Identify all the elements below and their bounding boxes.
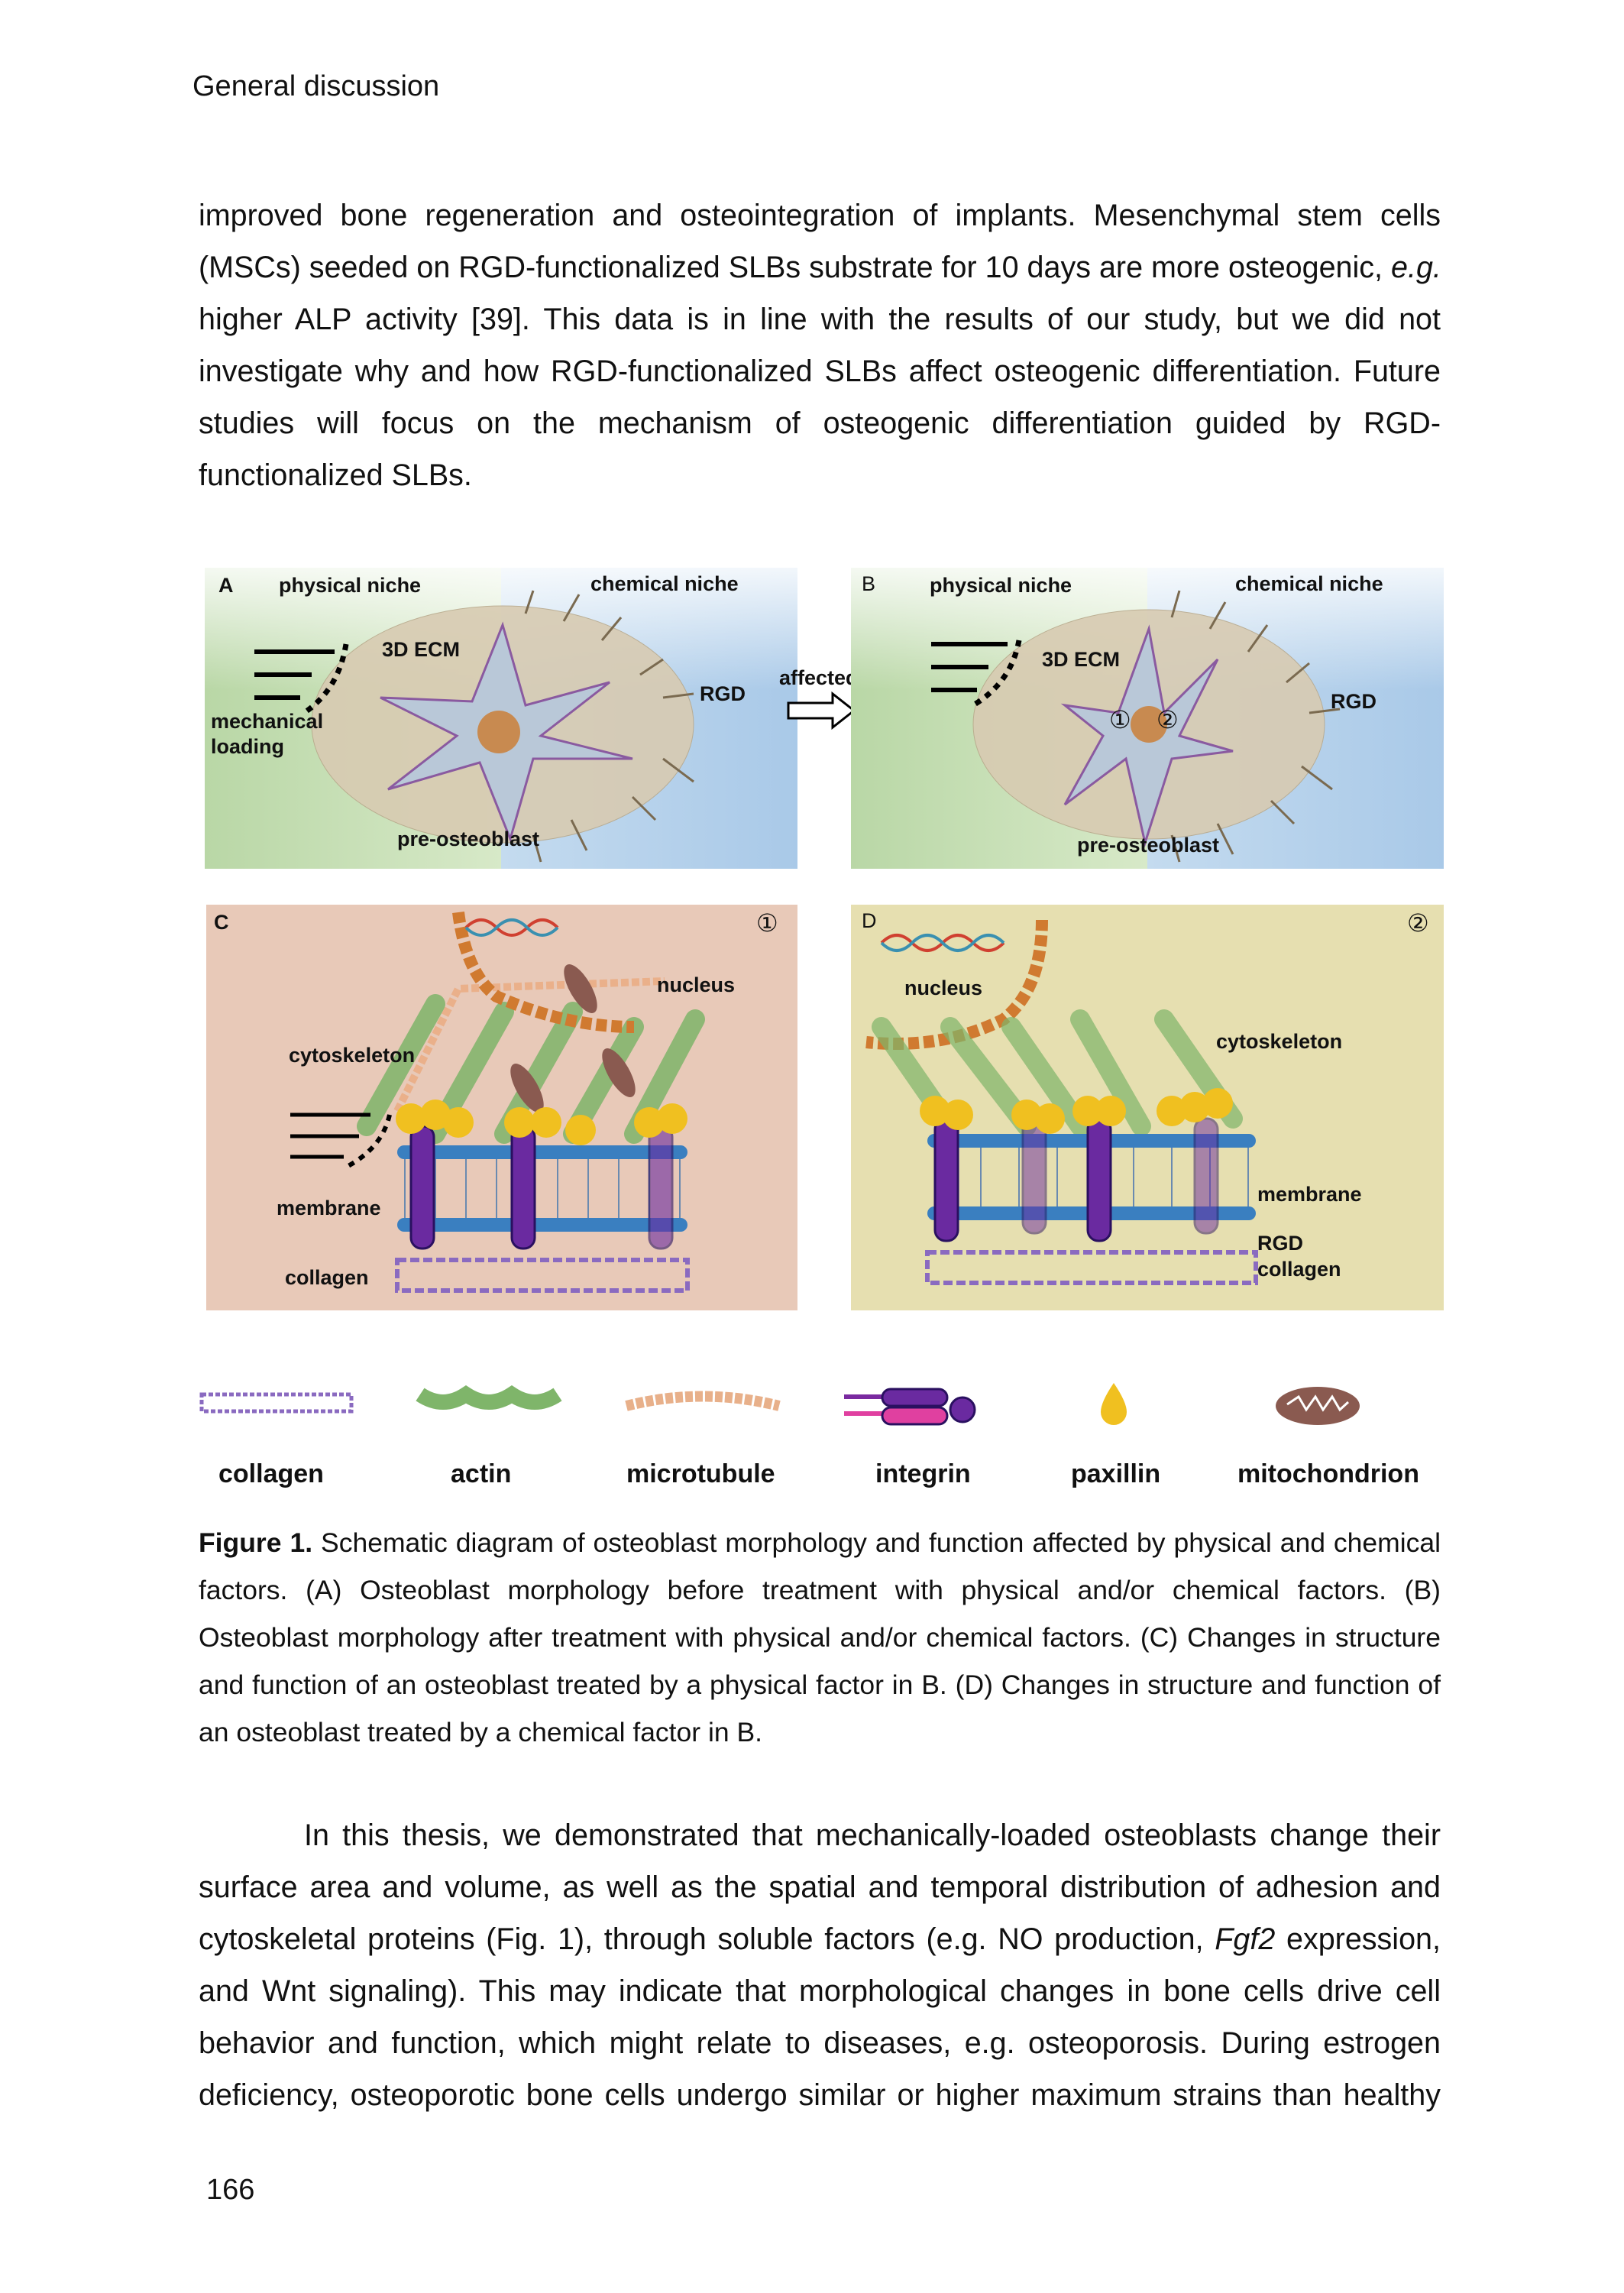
legend-label-mitochondrion: mitochondrion (1237, 1459, 1419, 1488)
figure-legend-icons (199, 1383, 1360, 1426)
text-segment: Schematic diagram of osteoblast morpholo… (312, 1527, 1441, 1558)
text-segment: improved bone regeneration and osteointe… (199, 199, 1441, 232)
text-segment: surface area and volume, as well as the … (199, 1870, 1441, 1904)
text-line: factors. (A) Osteoblast morphology befor… (199, 1566, 1441, 1614)
figure-caption: Figure 1. Schematic diagram of osteoblas… (199, 1519, 1441, 1756)
text-segment: behavior and function, which might relat… (199, 2026, 1441, 2060)
italic-text: Fgf2 (1215, 1922, 1276, 1956)
text-segment: functionalized SLBs. (199, 458, 472, 492)
text-line: and Wnt signaling). This may indicate th… (199, 1965, 1441, 2017)
text-line: (MSCs) seeded on RGD-functionalized SLBs… (199, 241, 1441, 293)
cell-in-ecm-illustration (254, 590, 694, 863)
italic-text: e.g. (1391, 251, 1441, 284)
pre-osteoblast-label: pre-osteoblast (397, 827, 540, 850)
nucleus-label: nucleus (657, 973, 736, 996)
text-segment: (MSCs) seeded on RGD-functionalized SLBs… (199, 251, 1392, 284)
cell-in-ecm-illustration (931, 590, 1341, 863)
membrane-label: membrane (277, 1197, 381, 1219)
affected-label: affected (779, 666, 859, 689)
text-line: an osteoblast treated by a chemical fact… (199, 1708, 1441, 1756)
chemical-niche-label: chemical niche (1235, 572, 1383, 595)
nucleus-label: nucleus (904, 976, 983, 999)
collagen-label: collagen (1257, 1258, 1341, 1281)
text-line: deficiency, osteoporotic bone cells unde… (199, 2069, 1441, 2121)
text-segment: and Wnt signaling). This may indicate th… (199, 1974, 1441, 2008)
legend-label-actin: actin (451, 1459, 512, 1488)
text-segment: cytoskeletal proteins (Fig. 1), through … (199, 1922, 1215, 1956)
marker-2: ② (1157, 706, 1179, 734)
membrane-adhesion-illustration (865, 919, 1258, 1285)
body-paragraph-1: improved bone regeneration and osteointe… (199, 189, 1441, 501)
collagen-icon (199, 1392, 354, 1414)
panel-letter: A (218, 574, 234, 597)
text-line: improved bone regeneration and osteointe… (199, 189, 1441, 241)
text-segment: factors. (A) Osteoblast morphology befor… (199, 1575, 1441, 1605)
legend-label-collagen: collagen (218, 1459, 324, 1488)
text-segment: an osteoblast treated by a chemical fact… (199, 1717, 763, 1747)
text-line: functionalized SLBs. (199, 449, 1441, 501)
page-number: 166 (206, 2174, 255, 2206)
cytoskeleton-label: cytoskeleton (289, 1044, 416, 1067)
physical-niche-label: physical niche (279, 574, 422, 597)
text-segment: studies will focus on the mechanism of o… (199, 406, 1441, 440)
legend-label-microtubule: microtubule (626, 1459, 775, 1488)
text-segment: higher ALP activity [39]. This data is i… (199, 303, 1441, 336)
microtubule-icon (625, 1391, 781, 1411)
figure-panel-a: A physical niche chemical niche 3D ECM m… (205, 568, 797, 869)
text-segment: In this thesis, we demonstrated that mec… (199, 1819, 1441, 1852)
mechanical-loading-label: mechanical loading (211, 710, 324, 758)
text-segment: deficiency, osteoporotic bone cells unde… (199, 2078, 1441, 2112)
marker-2: ② (1407, 909, 1429, 937)
text-line: Figure 1. Schematic diagram of osteoblas… (199, 1519, 1441, 1566)
body-paragraph-2: In this thesis, we demonstrated that mec… (199, 1809, 1441, 2121)
running-header: General discussion (192, 70, 440, 102)
physical-niche-label: physical niche (930, 574, 1072, 597)
text-segment: expression, (1275, 1922, 1441, 1956)
caption-label: Figure 1. (199, 1527, 313, 1558)
text-line: cytoskeletal proteins (Fig. 1), through … (199, 1913, 1441, 1965)
marker-1: ① (1109, 706, 1131, 734)
ecm-label: 3D ECM (1042, 648, 1121, 671)
chemical-niche-label: chemical niche (590, 572, 739, 595)
affected-arrow-icon (787, 691, 856, 730)
integrin-icon (844, 1388, 976, 1426)
figure-panel-d: D ② nucleus cytoskeleton membrane RGD co… (851, 905, 1444, 1310)
text-line: higher ALP activity [39]. This data is i… (199, 293, 1441, 345)
text-line: surface area and volume, as well as the … (199, 1861, 1441, 1913)
text-line: and function of an osteoblast treated by… (199, 1661, 1441, 1708)
panel-letter: D (862, 909, 877, 932)
marker-1: ① (756, 909, 778, 937)
legend-label-paxillin: paxillin (1071, 1459, 1161, 1488)
cytoskeleton-label: cytoskeleton (1216, 1030, 1343, 1053)
panel-letter: C (214, 911, 229, 934)
mitochondrion-icon (1276, 1387, 1360, 1425)
rgd-label: RGD (1257, 1232, 1303, 1255)
text-line: In this thesis, we demonstrated that mec… (199, 1809, 1441, 1861)
rgd-label: RGD (700, 682, 746, 705)
text-segment: investigate why and how RGD-functionaliz… (199, 355, 1441, 388)
text-line: studies will focus on the mechanism of o… (199, 397, 1441, 449)
text-segment: and function of an osteoblast treated by… (199, 1670, 1441, 1700)
text-segment: Osteoblast morphology after treatment wi… (199, 1622, 1441, 1653)
text-line: Osteoblast morphology after treatment wi… (199, 1614, 1441, 1661)
text-line: behavior and function, which might relat… (199, 2017, 1441, 2069)
ecm-label: 3D ECM (382, 638, 461, 661)
legend-label-integrin: integrin (875, 1459, 971, 1488)
text-line: investigate why and how RGD-functionaliz… (199, 345, 1441, 397)
pre-osteoblast-label: pre-osteoblast (1077, 834, 1220, 857)
actin-icon (416, 1385, 562, 1410)
panel-letter: B (862, 572, 876, 595)
collagen-label: collagen (285, 1266, 369, 1289)
rgd-label: RGD (1331, 690, 1377, 713)
figure-panel-b: B physical niche chemical niche 3D ECM R… (851, 568, 1444, 869)
figure-panel-c: C ① nucleus cytoskeleton membrane collag… (206, 905, 797, 1310)
paxillin-icon (1101, 1383, 1127, 1425)
membrane-adhesion-illustration (290, 912, 705, 1293)
membrane-label: membrane (1257, 1183, 1362, 1206)
